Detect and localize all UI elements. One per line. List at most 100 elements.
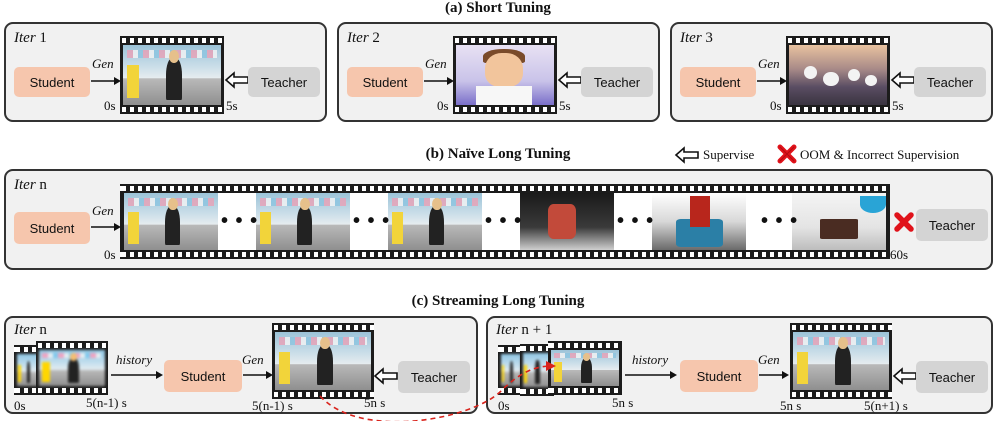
gen-arrow-icon xyxy=(757,77,787,85)
time-history-end: 5(n-1) s xyxy=(86,395,127,410)
teacher-box: Teacher xyxy=(581,67,653,97)
time-start: 0s xyxy=(437,98,449,113)
student-box: Student xyxy=(347,67,423,97)
video-frame xyxy=(520,193,614,250)
iter-label: Iter n + 1 xyxy=(496,322,552,339)
legend-oom-label: OOM & Incorrect Supervision xyxy=(800,147,960,162)
heading-streaming-long-tuning: (c) Streaming Long Tuning xyxy=(411,293,585,309)
student-box: Student xyxy=(14,67,90,97)
iter-label: Iter n xyxy=(14,177,47,194)
ellipsis: • • • xyxy=(221,210,259,232)
gen-label: Gen xyxy=(242,352,264,367)
gen-label: Gen xyxy=(758,56,780,71)
history-label: history xyxy=(632,352,669,367)
video-filmstrip xyxy=(120,36,224,114)
time-end: 60s xyxy=(890,247,909,262)
time-gen-end: 5n s xyxy=(364,395,386,410)
video-frame xyxy=(388,193,482,250)
iter-word: Iter xyxy=(14,177,36,193)
time-end: 5s xyxy=(226,98,238,113)
short-tuning-panel-3: Iter 3 Student Gen Teacher 0s 5s xyxy=(670,22,993,122)
time-gen-end: 5(n+1) s xyxy=(864,398,908,413)
ellipsis: • • • xyxy=(617,210,655,232)
iter-label: Iter 3 xyxy=(680,30,713,47)
ellipsis: • • • xyxy=(761,210,799,232)
history-arrow-icon xyxy=(111,371,163,379)
gen-arrow-icon xyxy=(243,371,273,379)
gen-arrow-icon xyxy=(424,77,454,85)
iter-word: Iter xyxy=(680,30,702,46)
streaming-panel-iter-n-plus-1: Iter n + 1 history Student Gen Teacher 0… xyxy=(486,316,993,414)
iter-word: Iter xyxy=(347,30,369,46)
teacher-box: Teacher xyxy=(916,209,988,241)
gen-arrow-icon xyxy=(91,77,121,85)
video-frame xyxy=(256,193,350,250)
video-frame xyxy=(124,193,218,250)
iter-label: Iter 1 xyxy=(14,30,47,47)
supervise-arrow-icon xyxy=(557,71,582,89)
time-end: 5s xyxy=(559,98,571,113)
video-frame xyxy=(792,193,886,250)
short-tuning-panel-1: Iter 1 Student Gen Teacher 0s 5s xyxy=(4,22,327,122)
oom-cross-icon xyxy=(894,212,914,232)
gen-label: Gen xyxy=(425,56,447,71)
naive-long-tuning-panel: Iter n Student Gen • • • • • • • • • • •… xyxy=(4,169,993,270)
gen-arrow-icon xyxy=(91,223,121,231)
iter-number: 2 xyxy=(372,30,380,46)
student-box: Student xyxy=(680,360,758,392)
heading-naive-long-tuning: (b) Naïve Long Tuning xyxy=(425,146,571,162)
time-gen-start: 5n s xyxy=(780,398,802,413)
time-gen-start: 5(n-1) s xyxy=(252,398,293,413)
teacher-box: Teacher xyxy=(916,361,988,393)
history-label: history xyxy=(116,352,153,367)
time-start: 0s xyxy=(770,98,782,113)
time-history-start: 0s xyxy=(14,398,26,413)
iter-number: n xyxy=(39,177,47,193)
supervise-arrow-icon xyxy=(373,367,398,385)
supervise-arrow-icon xyxy=(892,367,917,385)
iter-label: Iter 2 xyxy=(347,30,380,47)
teacher-box: Teacher xyxy=(398,361,470,393)
supervise-arrow-icon xyxy=(674,146,699,164)
supervise-arrow-icon xyxy=(890,71,915,89)
legend-supervise-label: Supervise xyxy=(703,147,755,162)
iter-number: 1 xyxy=(39,30,47,46)
iter-word: Iter xyxy=(14,322,36,338)
history-frame xyxy=(548,341,622,395)
iter-word: Iter xyxy=(496,322,518,338)
iter-number: n xyxy=(39,322,47,338)
video-filmstrip xyxy=(272,323,374,399)
student-box: Student xyxy=(680,67,756,97)
gen-label: Gen xyxy=(92,203,114,218)
short-tuning-panel-2: Iter 2 Student Gen Teacher 0s 5s xyxy=(337,22,660,122)
student-box: Student xyxy=(14,212,90,244)
history-arrow-icon xyxy=(625,371,677,379)
video-filmstrip xyxy=(790,323,892,399)
time-history-start: 0s xyxy=(498,398,510,413)
time-history-end: 5n s xyxy=(612,395,634,410)
history-frame xyxy=(36,341,108,395)
iter-number: 3 xyxy=(705,30,713,46)
time-end: 5s xyxy=(892,98,904,113)
gen-label: Gen xyxy=(758,352,780,367)
teacher-box: Teacher xyxy=(248,67,320,97)
supervise-arrow-icon xyxy=(224,71,249,89)
gen-label: Gen xyxy=(92,56,114,71)
long-video-filmstrip xyxy=(120,184,890,259)
ellipsis: • • • xyxy=(353,210,391,232)
time-start: 0s xyxy=(104,247,116,262)
video-filmstrip xyxy=(453,36,557,114)
heading-short-tuning: (a) Short Tuning xyxy=(445,0,551,16)
video-filmstrip xyxy=(786,36,890,114)
gen-arrow-icon xyxy=(759,371,789,379)
student-box: Student xyxy=(164,360,242,392)
streaming-panel-iter-n: Iter n history Student Gen Teacher 0s 5(… xyxy=(4,316,478,414)
iter-word: Iter xyxy=(14,30,36,46)
teacher-box: Teacher xyxy=(914,67,986,97)
iter-label: Iter n xyxy=(14,322,47,339)
video-frame xyxy=(652,193,746,250)
time-start: 0s xyxy=(104,98,116,113)
iter-number: n + 1 xyxy=(521,322,553,338)
ellipsis: • • • xyxy=(485,210,523,232)
oom-cross-icon xyxy=(777,144,797,164)
